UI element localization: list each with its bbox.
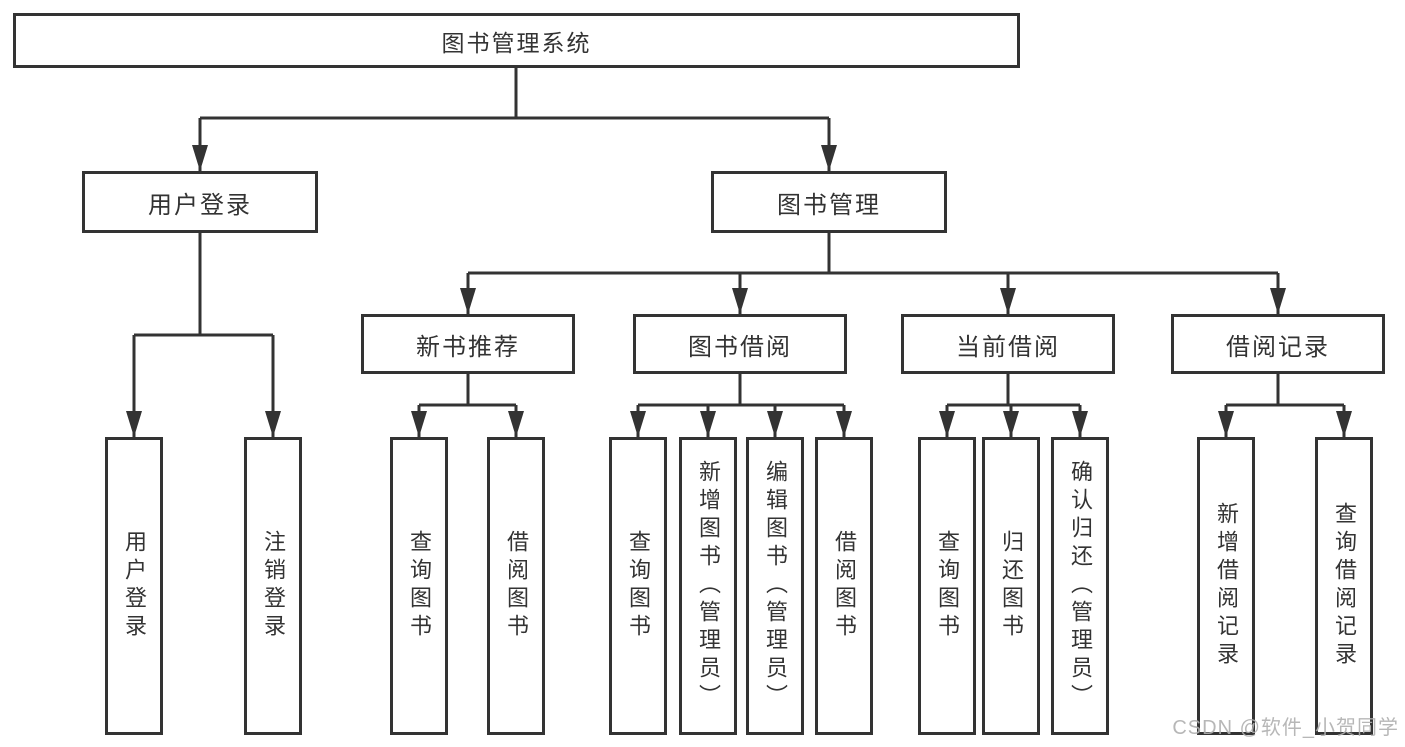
node-label: 用户登录 (148, 191, 252, 219)
node-label: 借阅图书 (504, 530, 529, 642)
node-user-login: 用户登录 (82, 171, 318, 233)
leaf-edit-books-admin: 编辑图书（管理员） (746, 437, 804, 735)
leaf-borrow-books-borrow: 借阅图书 (815, 437, 873, 735)
csdn-watermark: CSDN @软件_小贺同学 (1172, 717, 1399, 739)
node-library-system: 图书管理系统 (13, 13, 1020, 68)
node-label: 查询图书 (626, 530, 651, 642)
node-label: 新增借阅记录 (1214, 502, 1239, 670)
node-current-borrowing: 当前借阅 (901, 314, 1115, 374)
node-label: 编辑图书（管理员） (763, 460, 788, 712)
leaf-add-borrow-record: 新增借阅记录 (1197, 437, 1255, 735)
node-label: 当前借阅 (956, 333, 1060, 361)
tree-connector-segments (134, 68, 1344, 407)
leaf-query-borrow-record: 查询借阅记录 (1315, 437, 1373, 735)
leaf-logout: 注销登录 (244, 437, 302, 735)
leaf-return-books: 归还图书 (982, 437, 1040, 735)
leaf-user-login: 用户登录 (105, 437, 163, 735)
leaf-query-books-current: 查询图书 (918, 437, 976, 735)
node-label: 查询图书 (935, 530, 960, 642)
node-label: 查询借阅记录 (1332, 502, 1357, 670)
leaf-query-books-recommend: 查询图书 (390, 437, 448, 735)
leaf-confirm-return-admin: 确认归还（管理员） (1051, 437, 1109, 735)
node-book-management: 图书管理 (711, 171, 947, 233)
node-book-borrowing: 图书借阅 (633, 314, 847, 374)
node-borrow-records: 借阅记录 (1171, 314, 1385, 374)
tree-connector-arrows (126, 118, 1352, 437)
node-label: 图书借阅 (688, 333, 792, 361)
node-label: 用户登录 (122, 530, 147, 642)
node-label: 查询图书 (407, 530, 432, 642)
node-new-book-recommend: 新书推荐 (361, 314, 575, 374)
node-label: 图书管理 (777, 191, 881, 219)
leaf-query-books-borrow: 查询图书 (609, 437, 667, 735)
leaf-borrow-books-recommend: 借阅图书 (487, 437, 545, 735)
node-label: 图书管理系统 (441, 29, 592, 56)
leaf-add-books-admin: 新增图书（管理员） (679, 437, 737, 735)
node-label: 确认归还（管理员） (1068, 460, 1093, 712)
node-label: 注销登录 (261, 530, 286, 642)
node-label: 新增图书（管理员） (696, 460, 721, 712)
node-label: 借阅图书 (832, 530, 857, 642)
node-label: 新书推荐 (416, 333, 520, 361)
node-label: 借阅记录 (1226, 333, 1330, 361)
node-label: 归还图书 (999, 530, 1024, 642)
